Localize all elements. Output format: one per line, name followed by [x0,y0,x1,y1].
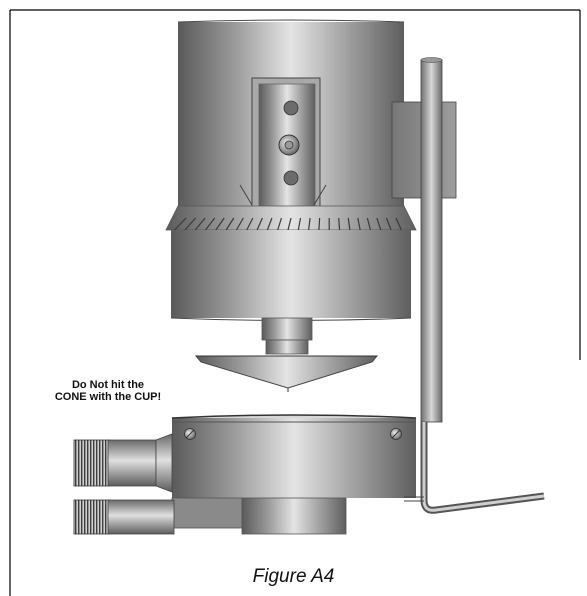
ring-rib [347,217,351,231]
ring-rib [266,217,273,231]
ring-rib [318,217,321,231]
inlet-fitting-lower [73,499,175,535]
bent-rod [404,422,545,514]
ring-rib [194,217,206,231]
inlet-fitting-upper [73,433,173,493]
ring-rib [395,217,402,231]
ring-rib [297,217,302,231]
warning-line-1: Do Not hit the [71,379,145,391]
warning-line-2: CONE with the CUP! [54,391,162,403]
ring-rib [256,217,263,231]
figure-frame [9,9,581,596]
cone [194,355,379,392]
cone-cup-warning-label: Do Not hit the CONE with the CUP! [38,379,178,403]
ring-rib [357,217,361,231]
ring-rib [174,217,187,231]
cup-assembly [171,414,417,535]
ring-rib [184,217,196,231]
ring-rib [246,217,254,231]
ring-rib [205,217,216,231]
flared-ring [165,205,417,231]
ring-rib [235,217,244,231]
ring-rib [215,217,225,231]
ring-rib [277,217,283,231]
ring-rib [308,217,311,231]
figure-caption: Figure A4 [252,566,335,587]
ring-rib [366,217,372,231]
ring-rib [287,217,292,231]
spindle-collar [261,317,313,355]
vertical-tube [420,57,443,423]
mounting-bracket [239,77,327,211]
ring-rib [376,217,382,231]
ring-rib [225,217,235,231]
ring-rib [338,217,341,231]
lower-housing [170,230,412,321]
ring-rib [385,217,392,231]
